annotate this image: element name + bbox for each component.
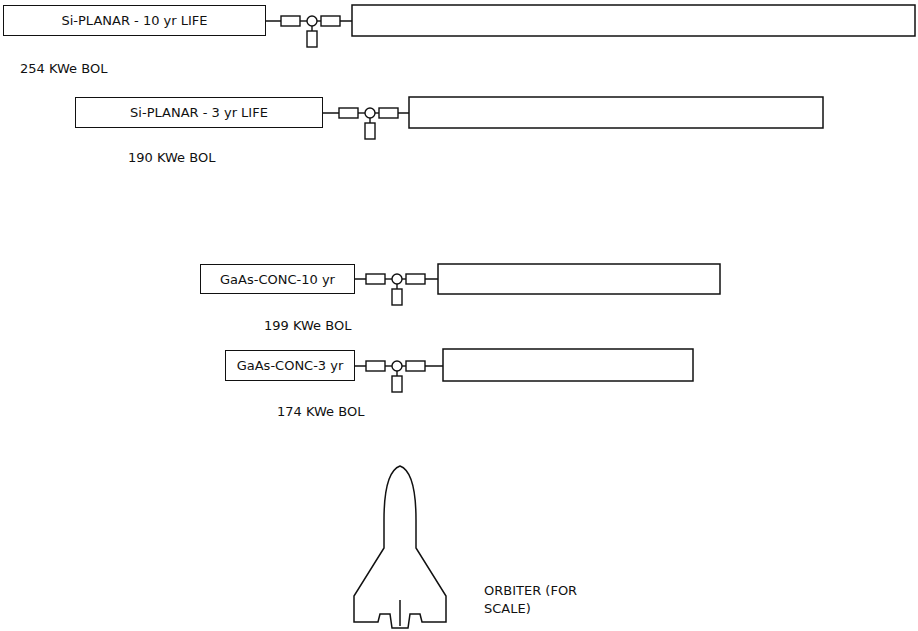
power-rating: 254 KWe BOL	[20, 60, 107, 78]
boom-line	[355, 365, 366, 367]
array-section-box: Si-PLANAR - 3 yr LIFE	[75, 97, 323, 128]
section-title: Si-PLANAR - 3 yr LIFE	[124, 105, 274, 120]
boom-line	[425, 365, 443, 367]
array-section-box: GaAs-CONC-10 yr	[200, 264, 355, 294]
scale-note: ORBITER (FOR SCALE)	[484, 582, 584, 618]
array-section-box: GaAs-CONC-3 yr	[225, 350, 355, 381]
hub-module	[366, 274, 425, 305]
hub-module	[339, 108, 398, 139]
boom-line	[340, 20, 352, 22]
array-section-box: Si-PLANAR - 10 yr LIFE	[3, 5, 266, 36]
boom-line	[398, 112, 409, 114]
solar-array-wing	[352, 5, 915, 36]
boom-line	[355, 278, 366, 280]
power-rating: 174 KWe BOL	[277, 403, 364, 421]
boom-line	[425, 278, 438, 280]
orbiter-outline	[354, 466, 446, 628]
boom-line	[266, 20, 281, 22]
orbiter-tail	[399, 600, 401, 626]
hub-module	[366, 361, 425, 392]
section-title: GaAs-CONC-10 yr	[214, 272, 341, 287]
solar-array-wing	[438, 264, 720, 294]
power-rating: 190 KWe BOL	[128, 149, 215, 167]
boom-line	[323, 112, 339, 114]
section-title: Si-PLANAR - 10 yr LIFE	[55, 13, 213, 28]
power-rating: 199 KWe BOL	[264, 317, 351, 335]
section-title: GaAs-CONC-3 yr	[231, 358, 350, 373]
solar-array-wing	[443, 349, 693, 381]
hub-module	[281, 16, 340, 47]
solar-array-wing	[409, 97, 823, 128]
